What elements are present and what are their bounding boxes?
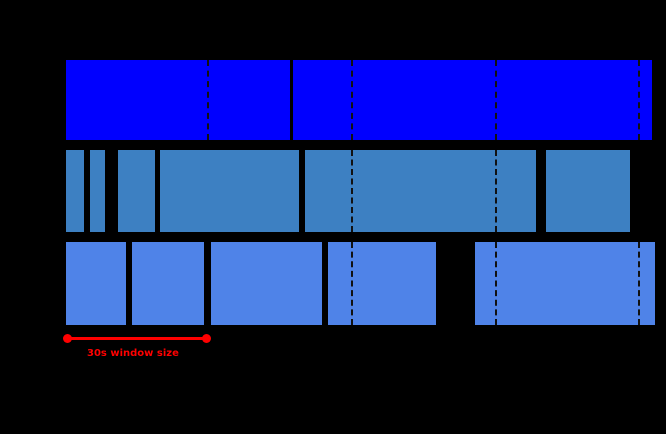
window-annotation-line [67, 337, 207, 340]
window-boundary-line [495, 60, 497, 140]
bar-segment [66, 242, 126, 325]
window-boundary-line [638, 242, 640, 325]
window-boundary-line [351, 242, 353, 325]
window-boundary-line [207, 60, 209, 140]
bar-segment [546, 150, 630, 232]
bar-track-2 [0, 150, 655, 232]
bar-track-1 [0, 60, 655, 140]
bar-segment [305, 150, 536, 232]
bar-segment [160, 150, 299, 232]
bar-segment [90, 150, 105, 232]
bar-segment [328, 242, 436, 325]
window-boundary-line [638, 60, 640, 140]
bar-segment [475, 242, 655, 325]
window-annotation-label: 30s window size [87, 348, 179, 359]
bar-segment [211, 242, 322, 325]
bar-segment [132, 242, 204, 325]
bar-segment [293, 60, 652, 140]
window-boundary-line [495, 242, 497, 325]
bar-track-3 [0, 242, 655, 325]
bar-segment [66, 150, 84, 232]
bar-segment [118, 150, 155, 232]
window-boundary-line [351, 150, 353, 232]
window-boundary-line [495, 150, 497, 232]
bar-segment [66, 60, 290, 140]
window-annotation-end-cap [202, 334, 211, 343]
window-boundary-line [351, 60, 353, 140]
